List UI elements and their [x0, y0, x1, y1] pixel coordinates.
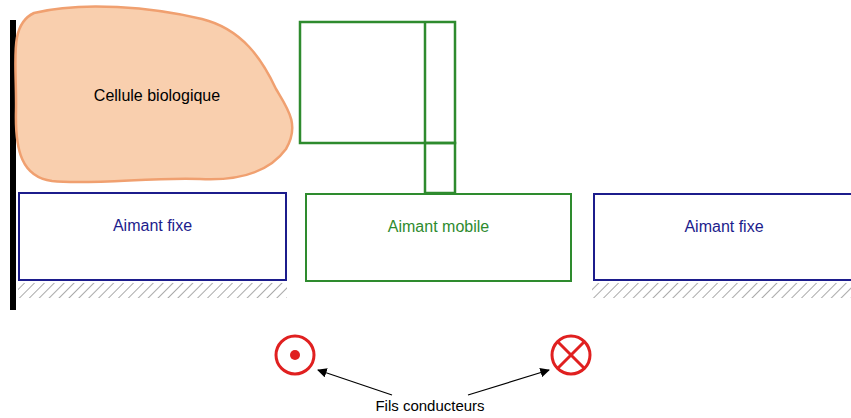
ground-hatch — [592, 283, 851, 298]
leader-line — [318, 370, 392, 395]
cell-blob: Cellule biologique — [12, 3, 302, 188]
sensor-line — [424, 22, 427, 143]
wire-dot — [290, 350, 300, 360]
sensor-stem — [425, 143, 455, 193]
node-label: Aimant mobile — [307, 217, 570, 236]
wire-in — [552, 336, 590, 374]
ground-hatch — [18, 283, 287, 298]
fixed-magnet: Aimant fixe — [18, 192, 287, 281]
mobile-magnet: Aimant mobile — [305, 193, 572, 282]
node-label: Aimant fixe — [20, 216, 285, 235]
node-label: Cellule biologique — [94, 86, 220, 105]
wire-out — [276, 336, 314, 374]
sensor-plate — [300, 22, 455, 143]
leader-line — [468, 370, 549, 395]
wire-cross — [558, 342, 584, 368]
fixed-magnet: Aimant fixe — [593, 193, 851, 281]
wire-label: Fils conducteurs — [373, 397, 486, 414]
node-label: Aimant fixe — [595, 217, 851, 236]
wire-cross — [558, 342, 584, 368]
